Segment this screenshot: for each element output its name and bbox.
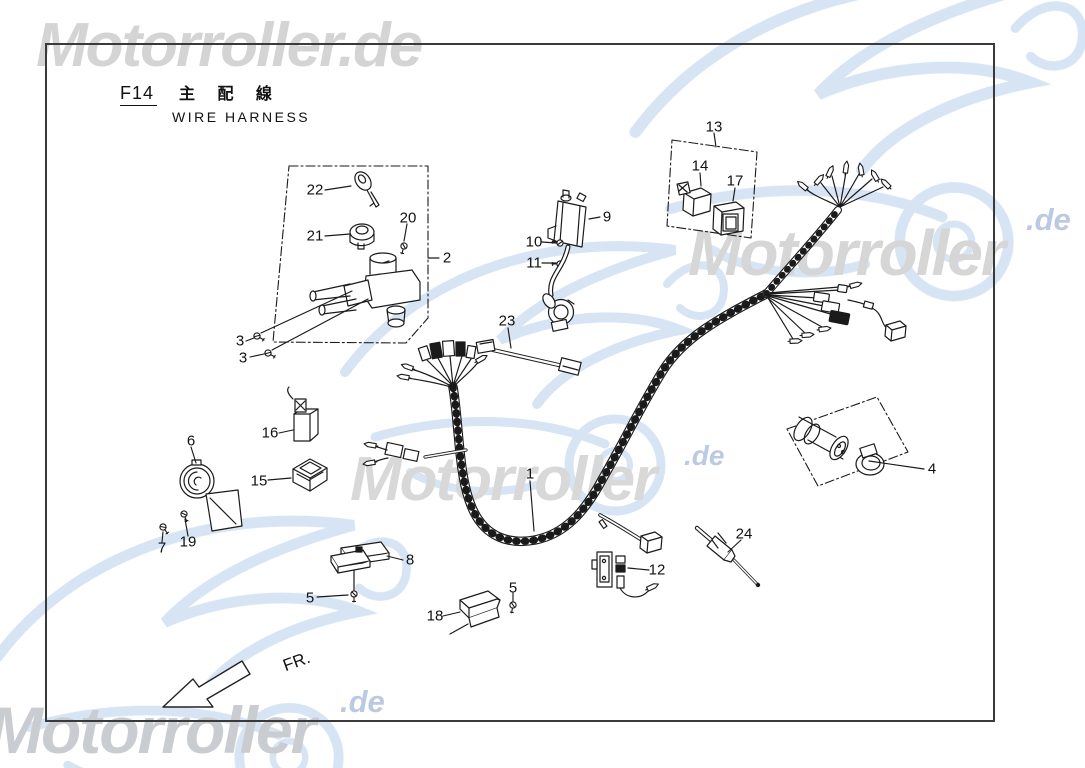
- watermark-center-de: .de: [684, 440, 725, 471]
- horn: [158, 459, 243, 536]
- relay-box-13: [666, 139, 758, 239]
- starter-relay-box-4: [786, 396, 909, 487]
- screw-5a: [350, 590, 358, 603]
- leader-lines: [161, 132, 925, 617]
- ignition-switch-body: [309, 252, 421, 328]
- relay-15: [292, 458, 328, 492]
- watermark-top: Motorroller.de: [36, 11, 423, 80]
- watermark-bottom-de: .de: [340, 684, 385, 719]
- screw-5b: [507, 600, 518, 615]
- main-harness-trunk: [448, 289, 771, 546]
- mount-bars-8: [330, 541, 390, 603]
- harness-top-connector-fan: [795, 160, 894, 208]
- harness-upper-branch: [762, 206, 842, 298]
- relay-16: [287, 386, 319, 442]
- sub-cable-23: [475, 338, 582, 376]
- diagram-frame-border: [45, 43, 995, 722]
- ignition-switch-assembly: [252, 165, 429, 361]
- screw-3b: [263, 348, 278, 361]
- fuse-holder-assembly: [591, 513, 663, 598]
- harness-side-connector: [362, 441, 468, 467]
- lock-ring-drawing: [349, 223, 375, 250]
- watermark-bottom: Motorroller: [0, 693, 316, 767]
- spark-plug-cap: [542, 293, 575, 332]
- relay-14: [676, 181, 712, 217]
- relay-17: [712, 201, 745, 236]
- harness-right-connector-cluster: [767, 280, 907, 345]
- fr-direction-arrow: [162, 660, 251, 708]
- screw-3a: [252, 331, 267, 344]
- key-drawing: [354, 171, 380, 208]
- cdi-unit-18: [449, 590, 518, 635]
- rubber-cover: [855, 443, 885, 476]
- screw-7: [158, 522, 171, 536]
- figure-title-en: WIRE HARNESS: [172, 109, 311, 125]
- harness-main-connector-cluster: [396, 339, 489, 388]
- ignition-coil: [542, 189, 587, 332]
- figure-title-cjk: 主 配 線: [179, 86, 281, 103]
- watermark-right-de: .de: [1026, 202, 1071, 237]
- figure-code: F14: [120, 83, 158, 106]
- screw-20: [398, 241, 409, 256]
- title-block: F14 主 配 線 WIRE HARNESS: [120, 80, 310, 125]
- diode-24: [694, 525, 761, 588]
